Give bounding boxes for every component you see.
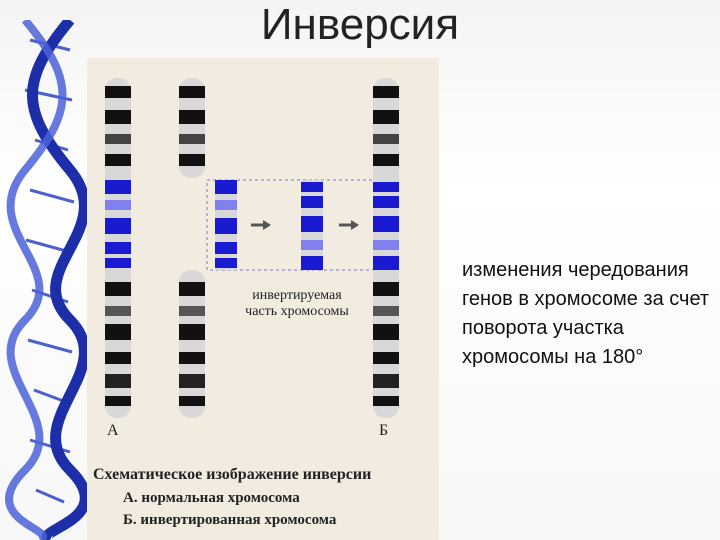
inverted-part-label: инвертируемая часть хромосомы [217, 288, 377, 320]
arrow-right-icon [251, 220, 271, 230]
arrow-right-icon [339, 220, 359, 230]
chromosome-diagram [105, 78, 399, 418]
chromosome-b [373, 78, 399, 418]
label-a: А [107, 422, 119, 439]
caption-a: А. нормальная хромосома [123, 490, 300, 506]
inversion-description: изменения чередования генов в хромосоме … [462, 259, 710, 368]
slide-title: Инверсия [260, 0, 460, 49]
rotated-segment [301, 180, 323, 270]
caption-b: Б. инвертированная хромосома [123, 512, 337, 528]
chromosome-a [105, 78, 131, 418]
chromosome-broken [179, 78, 205, 418]
inverted-part-label-line2: часть хромосомы [245, 304, 349, 319]
dna-helix-image [5, 20, 90, 540]
caption-title: Схематическое изображение инверсии [93, 466, 372, 483]
inverted-part-label-line1: инвертируемая [252, 288, 342, 303]
label-b: Б [379, 422, 389, 439]
excised-segment [215, 180, 237, 270]
inversion-figure-panel: инвертируемая часть хромосомы А Б Схемат… [87, 58, 439, 540]
